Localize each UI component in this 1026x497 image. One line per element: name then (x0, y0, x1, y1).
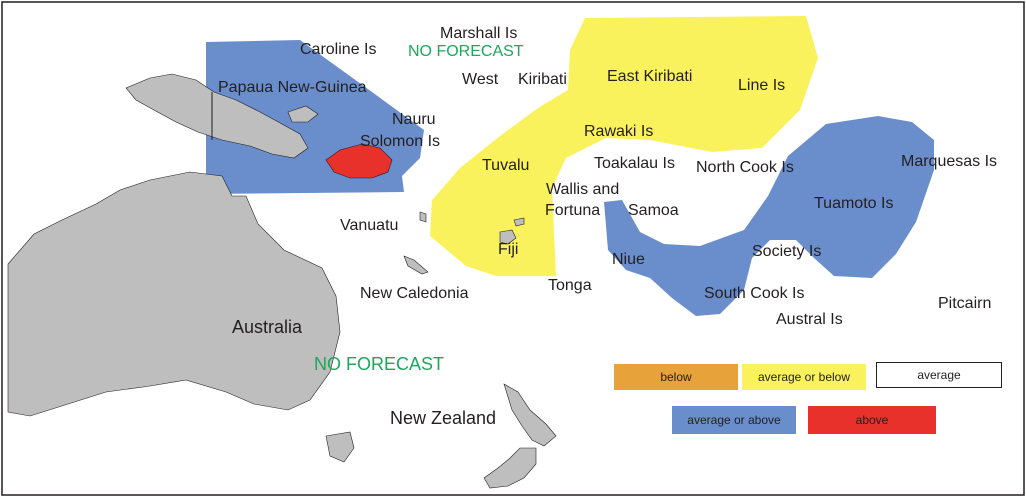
new-zealand-north-landmass (503, 383, 557, 447)
label-tonga: Tonga (548, 277, 592, 294)
label-no-forecast-south: NO FORECAST (314, 354, 445, 374)
label-wallis-and: Wallis and (546, 181, 620, 198)
label-samoa: Samoa (628, 202, 679, 219)
legend-average: average (876, 362, 1002, 388)
fiji-landmass-2 (513, 217, 525, 227)
label-rawaki-islands: Rawaki Is (584, 123, 654, 140)
label-new-caledonia: New Caledonia (360, 285, 469, 302)
label-pitcairn: Pitcairn (938, 295, 992, 312)
label-nauru: Nauru (392, 111, 436, 128)
legend-below: below (614, 364, 738, 390)
label-niue: Niue (612, 251, 645, 268)
fiji-landmass (499, 229, 517, 245)
tasmania-landmass (325, 431, 355, 463)
region-average-or-below (430, 16, 818, 276)
label-north-cook-islands: North Cook Is (696, 159, 794, 176)
legend-average-or-below: average or below (742, 364, 866, 390)
label-society-islands: Society Is (752, 243, 822, 260)
label-austral-islands: Austral Is (776, 311, 843, 328)
legend-average-or-above: average or above (672, 406, 796, 434)
label-east-kiribati: East Kiribati (607, 68, 693, 85)
label-tuamoto-islands: Tuamoto Is (814, 195, 894, 212)
vanuatu-landmass (419, 211, 427, 223)
label-fortuna: Fortuna (545, 202, 601, 219)
label-west: West (462, 71, 499, 88)
australia-landmass (7, 171, 341, 417)
papua-new-guinea-landmass (125, 73, 309, 159)
new-britain-landmass (287, 105, 319, 123)
label-marshall-islands: Marshall Is (440, 25, 518, 42)
label-no-forecast-north: NO FORECAST (408, 43, 524, 60)
new-zealand-south-landmass (483, 447, 537, 489)
label-papua-new-guinea: Papaua New-Guinea (218, 79, 367, 96)
label-tuvalu: Tuvalu (482, 157, 530, 174)
label-kiribati: Kiribati (518, 71, 567, 88)
region-average-or-above-east (604, 116, 934, 316)
legend-above: above (808, 406, 936, 434)
label-vanuatu: Vanuatu (340, 217, 399, 234)
label-caroline-islands: Caroline Is (300, 41, 377, 58)
label-south-cook-islands: South Cook Is (704, 285, 805, 302)
label-tokelau-islands: Toakalau Is (594, 155, 675, 172)
label-australia: Australia (232, 317, 303, 337)
region-above-solomon (325, 143, 393, 179)
label-solomon-islands: Solomon Is (360, 133, 441, 150)
label-new-zealand: New Zealand (390, 408, 497, 428)
label-fiji: Fiji (498, 241, 519, 258)
label-marquesas-islands: Marquesas Is (901, 153, 998, 170)
new-caledonia-landmass (403, 255, 429, 275)
label-line-islands: Line Is (738, 77, 786, 94)
